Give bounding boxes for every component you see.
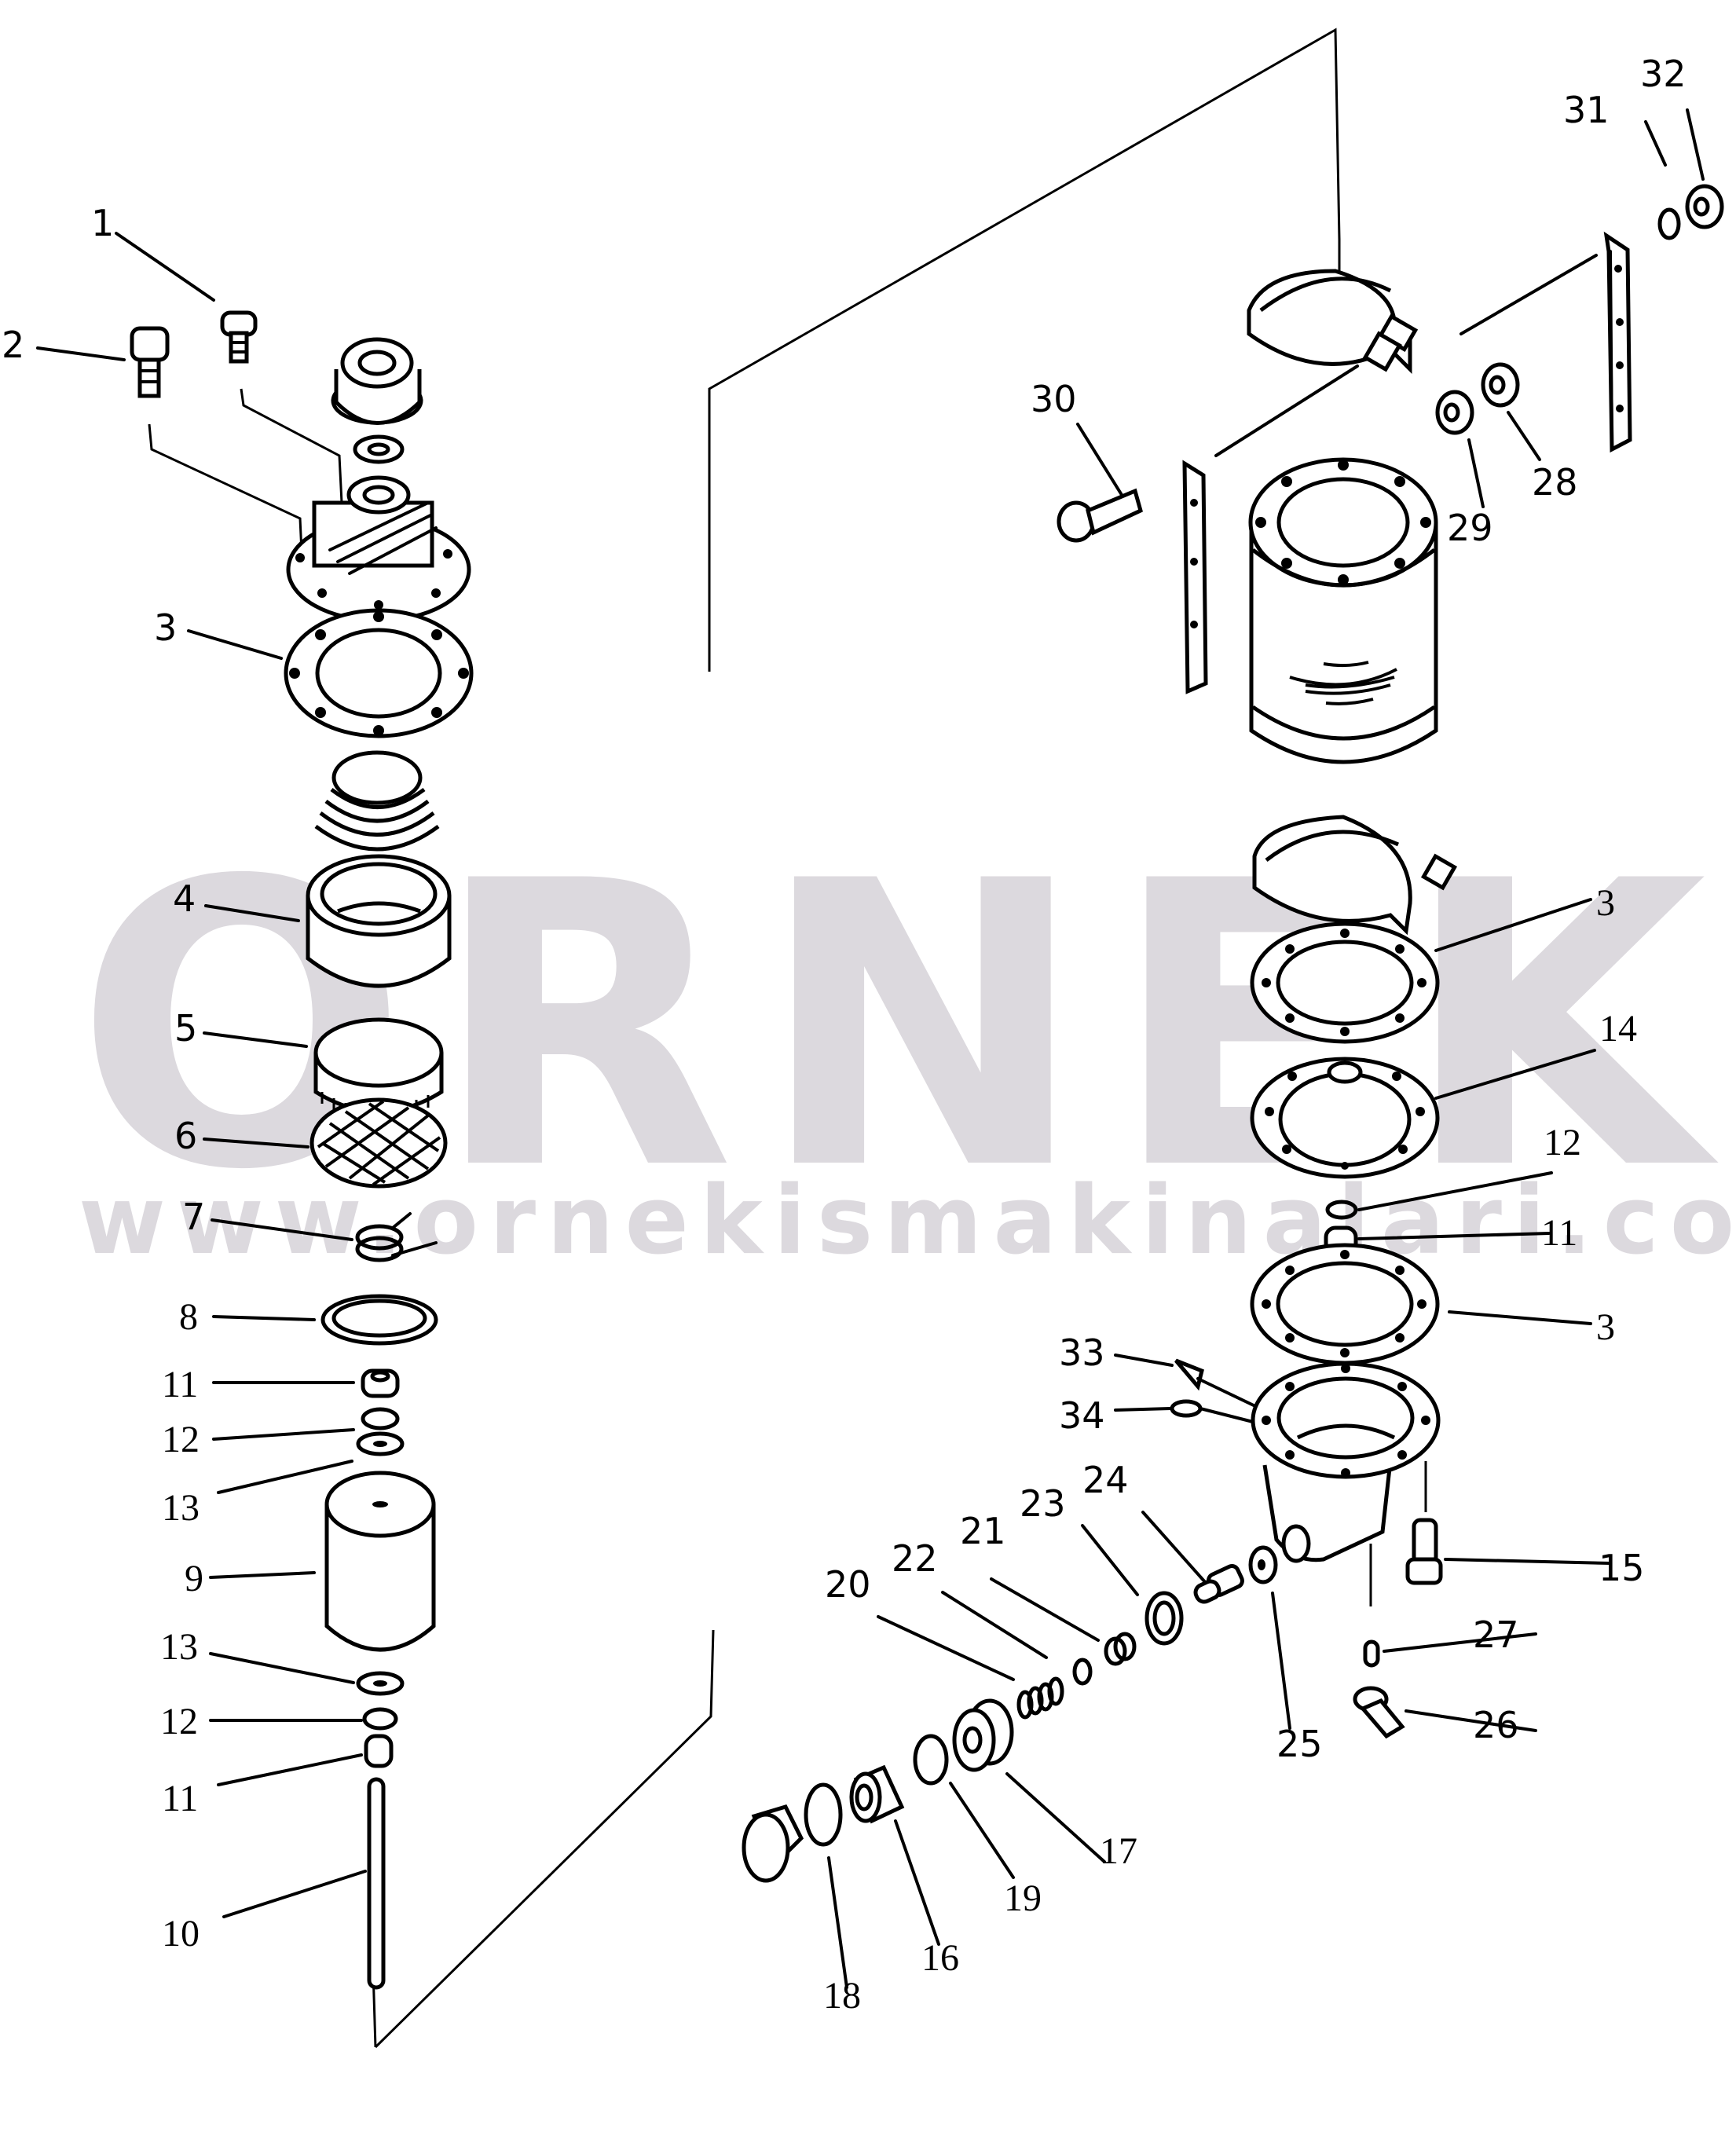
part-12-lockwasher-upper bbox=[361, 1407, 400, 1430]
callout-12-right: 12 bbox=[1544, 1122, 1581, 1163]
part-11-nut-lower bbox=[364, 1734, 394, 1768]
callout-10: 10 bbox=[162, 1913, 200, 1954]
part-27-pin bbox=[1363, 1544, 1380, 1668]
part-12-lockwasher-lower bbox=[362, 1707, 398, 1731]
main-housing-cylinder bbox=[1248, 457, 1438, 764]
watermark-accent-triangles bbox=[149, 881, 297, 919]
callout-14: 14 bbox=[1599, 1008, 1637, 1050]
callout-20: 20 bbox=[825, 1563, 871, 1606]
callout-7: 7 bbox=[182, 1196, 205, 1238]
callout-11-upper: 11 bbox=[162, 1364, 198, 1405]
part-3-gasket-right-lower bbox=[1250, 1243, 1440, 1365]
callout-12-lower: 12 bbox=[160, 1701, 198, 1742]
callout-leaders bbox=[36, 108, 1705, 1989]
callout-26: 26 bbox=[1473, 1704, 1519, 1746]
part-9-element bbox=[324, 1471, 436, 1652]
callout-32: 32 bbox=[1640, 53, 1687, 95]
callout-22: 22 bbox=[892, 1537, 938, 1580]
spring-coil bbox=[314, 750, 440, 852]
part-4-case bbox=[306, 854, 452, 988]
part-2-bolt bbox=[130, 326, 304, 570]
callout-18: 18 bbox=[823, 1975, 861, 2017]
part-31-washer bbox=[1657, 207, 1681, 240]
part-10-stud bbox=[367, 1777, 386, 1990]
part-32-nut bbox=[1685, 184, 1724, 229]
part-14-plate bbox=[1250, 1057, 1440, 1179]
part-34-terminal bbox=[1170, 1399, 1254, 1423]
callout-16: 16 bbox=[921, 1937, 959, 1979]
part-22-ring bbox=[1072, 1658, 1093, 1686]
part-17-valve-seat bbox=[952, 1698, 1014, 1772]
callout-19: 19 bbox=[1004, 1877, 1042, 1919]
lower-band-clamp bbox=[1252, 815, 1458, 936]
callout-4: 4 bbox=[173, 877, 196, 920]
part-30-bolt bbox=[1057, 488, 1143, 543]
part-18-o-ring bbox=[804, 1782, 843, 1847]
callout-17: 17 bbox=[1100, 1830, 1137, 1872]
watermark-url: www.ornekismakinalari.com.tr bbox=[79, 1167, 1736, 1276]
right-strap bbox=[1459, 231, 1632, 453]
callout-1: 1 bbox=[91, 202, 114, 244]
callout-27: 27 bbox=[1473, 1614, 1519, 1656]
upper-band-clamp bbox=[1214, 240, 1419, 457]
callout-34: 34 bbox=[1059, 1394, 1105, 1437]
callout-8: 8 bbox=[179, 1296, 198, 1338]
callout-24: 24 bbox=[1082, 1459, 1129, 1501]
part-20-spring bbox=[1016, 1676, 1064, 1720]
callout-33: 33 bbox=[1059, 1332, 1105, 1374]
part-13-washer-upper bbox=[356, 1431, 405, 1456]
plug-cap bbox=[742, 1804, 804, 1883]
bottom-housing bbox=[1251, 1361, 1441, 1563]
part-7-spring bbox=[355, 1212, 438, 1262]
part-1-bolt bbox=[220, 310, 345, 535]
callout-12-upper: 12 bbox=[162, 1419, 200, 1460]
callout-labels: 1 2 3 4 5 6 7 8 11 12 13 9 13 12 11 10 3… bbox=[2, 53, 1687, 2017]
part-26-elbow bbox=[1353, 1686, 1405, 1739]
callout-11-right: 11 bbox=[1541, 1212, 1577, 1254]
part-15-bolt bbox=[1405, 1461, 1443, 1585]
callout-3-left: 3 bbox=[154, 606, 177, 649]
callout-2: 2 bbox=[2, 324, 24, 366]
callout-3-right-upper: 3 bbox=[1596, 882, 1615, 924]
callout-11-lower: 11 bbox=[162, 1778, 198, 1819]
part-13-washer-lower bbox=[356, 1671, 405, 1696]
part-8-ring bbox=[320, 1294, 438, 1346]
left-strap bbox=[1182, 460, 1208, 694]
callout-31: 31 bbox=[1563, 89, 1610, 131]
callout-13-upper: 13 bbox=[162, 1487, 200, 1529]
part-6-screen bbox=[309, 1097, 448, 1189]
part-11-nut-upper bbox=[361, 1368, 400, 1398]
callout-25: 25 bbox=[1276, 1723, 1323, 1765]
callout-15: 15 bbox=[1599, 1547, 1645, 1589]
part-3-gasket-right-upper bbox=[1250, 921, 1440, 1044]
callout-30: 30 bbox=[1031, 378, 1077, 420]
part-23-plug bbox=[1145, 1591, 1184, 1646]
part-28-spacer bbox=[1481, 362, 1520, 408]
callout-23: 23 bbox=[1020, 1482, 1066, 1525]
callout-13-lower: 13 bbox=[160, 1626, 198, 1668]
part-25-washer bbox=[1248, 1545, 1278, 1584]
callout-6: 6 bbox=[174, 1115, 197, 1157]
part-19-ring bbox=[913, 1734, 949, 1786]
callout-9: 9 bbox=[185, 1558, 203, 1599]
part-16-sleeve bbox=[849, 1764, 905, 1824]
filter-head bbox=[286, 337, 471, 623]
part-21-spring bbox=[1104, 1632, 1137, 1666]
part-12-lockwasher-right bbox=[1325, 1200, 1358, 1220]
callout-21: 21 bbox=[960, 1510, 1006, 1552]
callout-29: 29 bbox=[1447, 507, 1493, 549]
part-29-spacer bbox=[1435, 390, 1474, 435]
part-24-connector bbox=[1193, 1563, 1244, 1604]
callout-3-right-lower: 3 bbox=[1596, 1306, 1615, 1348]
callout-5: 5 bbox=[174, 1007, 197, 1050]
part-3-gasket bbox=[284, 608, 474, 738]
callout-28: 28 bbox=[1532, 461, 1578, 504]
part-33-wire bbox=[1174, 1358, 1257, 1408]
